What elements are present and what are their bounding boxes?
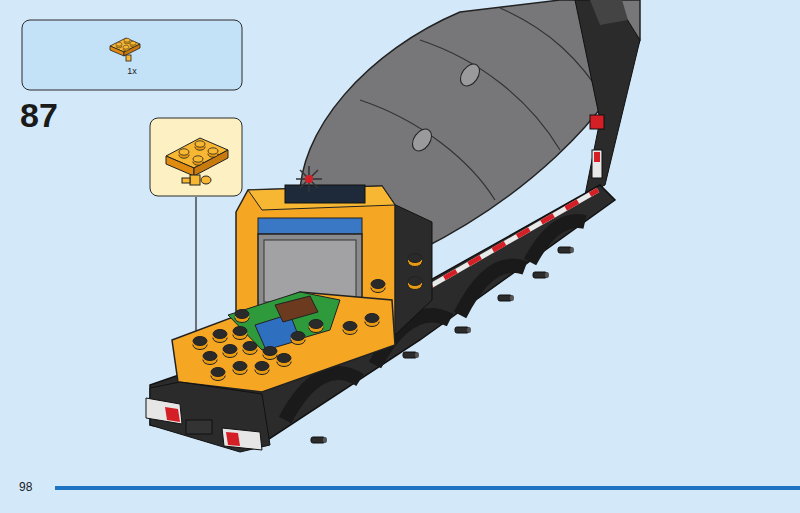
illustration-part xyxy=(146,398,182,424)
illustration-part xyxy=(371,280,385,293)
illustration-part xyxy=(110,38,140,61)
illustration-part xyxy=(55,486,800,490)
illustration-part xyxy=(193,156,203,165)
illustration-part xyxy=(498,295,514,301)
illustration-part xyxy=(291,332,305,345)
page-number: 98 xyxy=(19,481,32,493)
illustration-part xyxy=(420,40,560,150)
illustration-part xyxy=(420,190,598,292)
illustration-part xyxy=(296,166,322,192)
illustration-part xyxy=(285,185,365,203)
illustration-part xyxy=(258,218,362,234)
parts-list-box: 1x xyxy=(22,20,242,90)
illustration-part xyxy=(558,247,574,253)
illustration-part xyxy=(594,152,600,162)
illustration-part xyxy=(305,175,313,183)
illustration-part xyxy=(343,322,357,335)
illustration-part xyxy=(530,221,585,262)
illustration-part xyxy=(179,149,189,158)
illustration-part xyxy=(116,42,122,48)
illustration-part xyxy=(150,382,270,452)
illustration-part xyxy=(590,115,604,129)
illustration-part xyxy=(150,118,242,196)
illustration-part xyxy=(22,20,242,90)
illustration-part xyxy=(533,272,549,278)
illustration-part xyxy=(226,432,240,446)
step-number: 87 xyxy=(20,98,58,132)
illustration-part xyxy=(222,428,262,450)
illustration-part xyxy=(365,314,379,327)
illustration-part xyxy=(592,150,602,178)
illustration-part xyxy=(408,254,422,267)
illustration-part xyxy=(228,292,340,350)
illustration-part xyxy=(165,407,180,422)
illustration-part xyxy=(208,148,218,157)
illustration-part xyxy=(420,190,598,292)
illustration-part xyxy=(223,345,237,358)
illustration-part xyxy=(172,292,395,392)
illustration-part xyxy=(130,41,136,47)
illustration-part xyxy=(590,0,628,25)
illustration-part xyxy=(203,352,217,365)
illustration-part xyxy=(403,352,419,358)
illustration-part xyxy=(166,156,194,176)
illustration-part xyxy=(123,45,129,51)
illustration-part xyxy=(309,320,323,333)
illustration-part xyxy=(211,368,225,381)
illustration-part xyxy=(455,327,471,333)
illustration-part xyxy=(126,55,131,61)
illustration-part xyxy=(263,347,277,360)
illustration-part xyxy=(457,61,484,90)
illustration-part xyxy=(460,266,525,315)
illustration-part xyxy=(408,277,422,290)
illustration-part xyxy=(248,186,395,210)
illustration-part xyxy=(409,126,436,155)
illustration-part xyxy=(575,0,640,195)
illustration-part xyxy=(213,330,227,343)
illustration-part xyxy=(186,420,212,434)
illustration-part xyxy=(233,327,247,340)
illustration-part xyxy=(124,38,130,44)
illustration-part xyxy=(243,342,257,355)
illustration-part xyxy=(190,175,200,185)
illustration-part xyxy=(311,437,327,443)
illustration-part xyxy=(255,362,269,375)
illustration-part xyxy=(277,354,291,367)
illustration-part xyxy=(182,178,190,183)
illustration-part xyxy=(201,176,211,184)
illustration-part xyxy=(233,362,247,375)
illustration-part xyxy=(235,310,249,323)
illustration-part xyxy=(195,141,205,150)
illustration-part xyxy=(275,296,318,322)
part-count: 1x xyxy=(23,66,241,76)
illustration-part xyxy=(360,100,495,200)
illustration-part xyxy=(193,337,207,350)
illustration-part xyxy=(166,138,228,185)
